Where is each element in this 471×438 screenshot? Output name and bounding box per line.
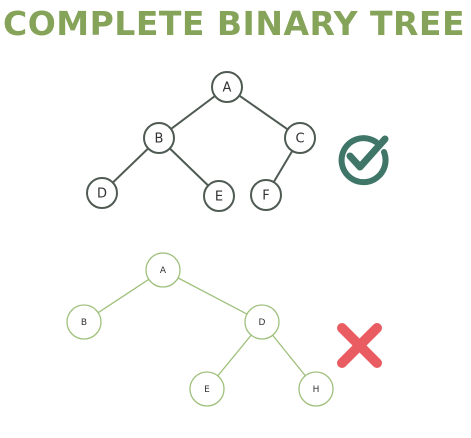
node-circle — [250, 179, 282, 211]
node-A: A — [145, 252, 181, 288]
page-title: COMPLETE BINARY TREE — [3, 4, 465, 43]
node-circle — [66, 304, 102, 340]
node-F: F — [250, 179, 282, 211]
cross-icon — [337, 323, 382, 368]
node-C: C — [284, 122, 316, 154]
incomplete-tree: A B D E H — [66, 252, 334, 407]
node-B: B — [143, 122, 175, 154]
node-circle — [86, 177, 118, 209]
node-D: D — [86, 177, 118, 209]
node-H: H — [298, 371, 334, 407]
node-label: A — [223, 81, 232, 96]
node-E: E — [189, 371, 225, 407]
node-label: H — [313, 385, 320, 395]
node-circle — [189, 371, 225, 407]
edge-A-D — [162, 269, 263, 323]
check-circle-icon — [338, 135, 389, 186]
node-E: E — [203, 180, 235, 212]
node-circle — [298, 371, 334, 407]
complete-tree: A B C D E F — [86, 71, 316, 212]
node-label: F — [262, 189, 269, 204]
node-circle — [284, 122, 316, 154]
node-circle — [211, 71, 243, 103]
node-label: E — [215, 190, 223, 205]
node-label: D — [97, 187, 107, 202]
node-D: D — [244, 304, 280, 340]
node-label: B — [155, 132, 164, 147]
node-label: D — [259, 318, 266, 328]
node-B: B — [66, 304, 102, 340]
node-label: E — [204, 385, 210, 395]
node-label: A — [160, 266, 167, 276]
node-circle — [145, 252, 181, 288]
node-circle — [143, 122, 175, 154]
node-circle — [244, 304, 280, 340]
node-circle — [203, 180, 235, 212]
node-label: B — [81, 318, 87, 328]
node-label: C — [295, 132, 304, 147]
node-A: A — [211, 71, 243, 103]
